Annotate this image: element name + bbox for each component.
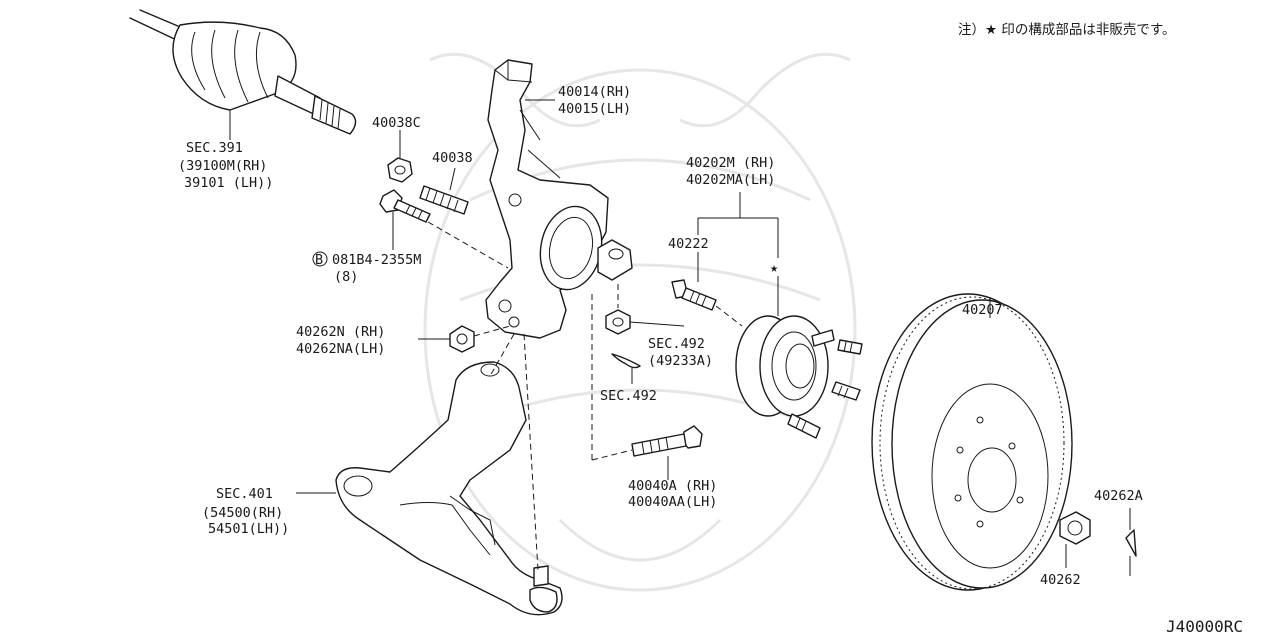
label-40015: 40015(LH) bbox=[558, 101, 631, 117]
label-39100m: (39100M(RH) bbox=[178, 158, 267, 174]
assembly-lines bbox=[427, 221, 743, 571]
label-40262a: 40262A bbox=[1094, 488, 1143, 504]
label-40038c: 40038C bbox=[372, 115, 421, 131]
label-40040a: 40040A (RH) bbox=[628, 478, 717, 494]
nut-40262 bbox=[1059, 511, 1091, 545]
bolt-40040a bbox=[631, 425, 703, 457]
label-40202m: 40202M (RH) bbox=[686, 155, 775, 171]
steering-knuckle bbox=[485, 59, 633, 339]
label-sec401: SEC.401 bbox=[216, 486, 273, 502]
label-bolt-qty: (8) bbox=[334, 269, 358, 285]
label-54500: (54500(RH) bbox=[202, 505, 283, 521]
label-40262n: 40262N (RH) bbox=[296, 324, 385, 340]
label-40014: 40014(RH) bbox=[558, 84, 631, 100]
nut-40038c bbox=[387, 157, 413, 183]
nut-49233a bbox=[605, 309, 631, 335]
label-40207: 40207 bbox=[962, 302, 1003, 318]
star-mark: ★ bbox=[770, 260, 778, 276]
label-sec391: SEC.391 bbox=[186, 140, 243, 156]
label-40262na: 40262NA(LH) bbox=[296, 341, 385, 357]
label-bolt-prefix: B bbox=[315, 252, 323, 268]
label-40222: 40222 bbox=[668, 236, 709, 252]
label-54501: 54501(LH)) bbox=[208, 521, 289, 537]
label-40202ma: 40202MA(LH) bbox=[686, 172, 775, 188]
cotter-pin-sec492 bbox=[611, 353, 641, 369]
leader-40038 bbox=[449, 167, 456, 191]
stud-40038 bbox=[419, 185, 469, 215]
bolt-081b4 bbox=[379, 189, 431, 223]
nut-40262n bbox=[449, 325, 475, 353]
label-bolt-code: 081B4-2355M bbox=[332, 252, 421, 268]
label-49233a: (49233A) bbox=[648, 353, 713, 369]
non-sale-note: 注）★ 印の構成部品は非販売です。 bbox=[958, 22, 1176, 38]
cotter-pin-40262a bbox=[1125, 529, 1137, 557]
label-40262: 40262 bbox=[1040, 572, 1081, 588]
leader-sec492a bbox=[629, 321, 685, 327]
hub-bolt-40222 bbox=[671, 279, 717, 311]
label-39101: 39101 (LH)) bbox=[184, 175, 273, 191]
diagram-code: J40000RC bbox=[1166, 617, 1243, 636]
label-sec492b: SEC.492 bbox=[600, 388, 657, 404]
label-40040aa: 40040AA(LH) bbox=[628, 494, 717, 510]
drive-shaft bbox=[129, 9, 357, 135]
lower-arm bbox=[335, 361, 563, 616]
bolt-mark-circle bbox=[312, 251, 328, 267]
label-sec492a: SEC.492 bbox=[648, 336, 705, 352]
hub-bearing bbox=[735, 315, 863, 439]
brake-disc-rotor bbox=[871, 293, 1073, 591]
label-40038: 40038 bbox=[432, 150, 473, 166]
